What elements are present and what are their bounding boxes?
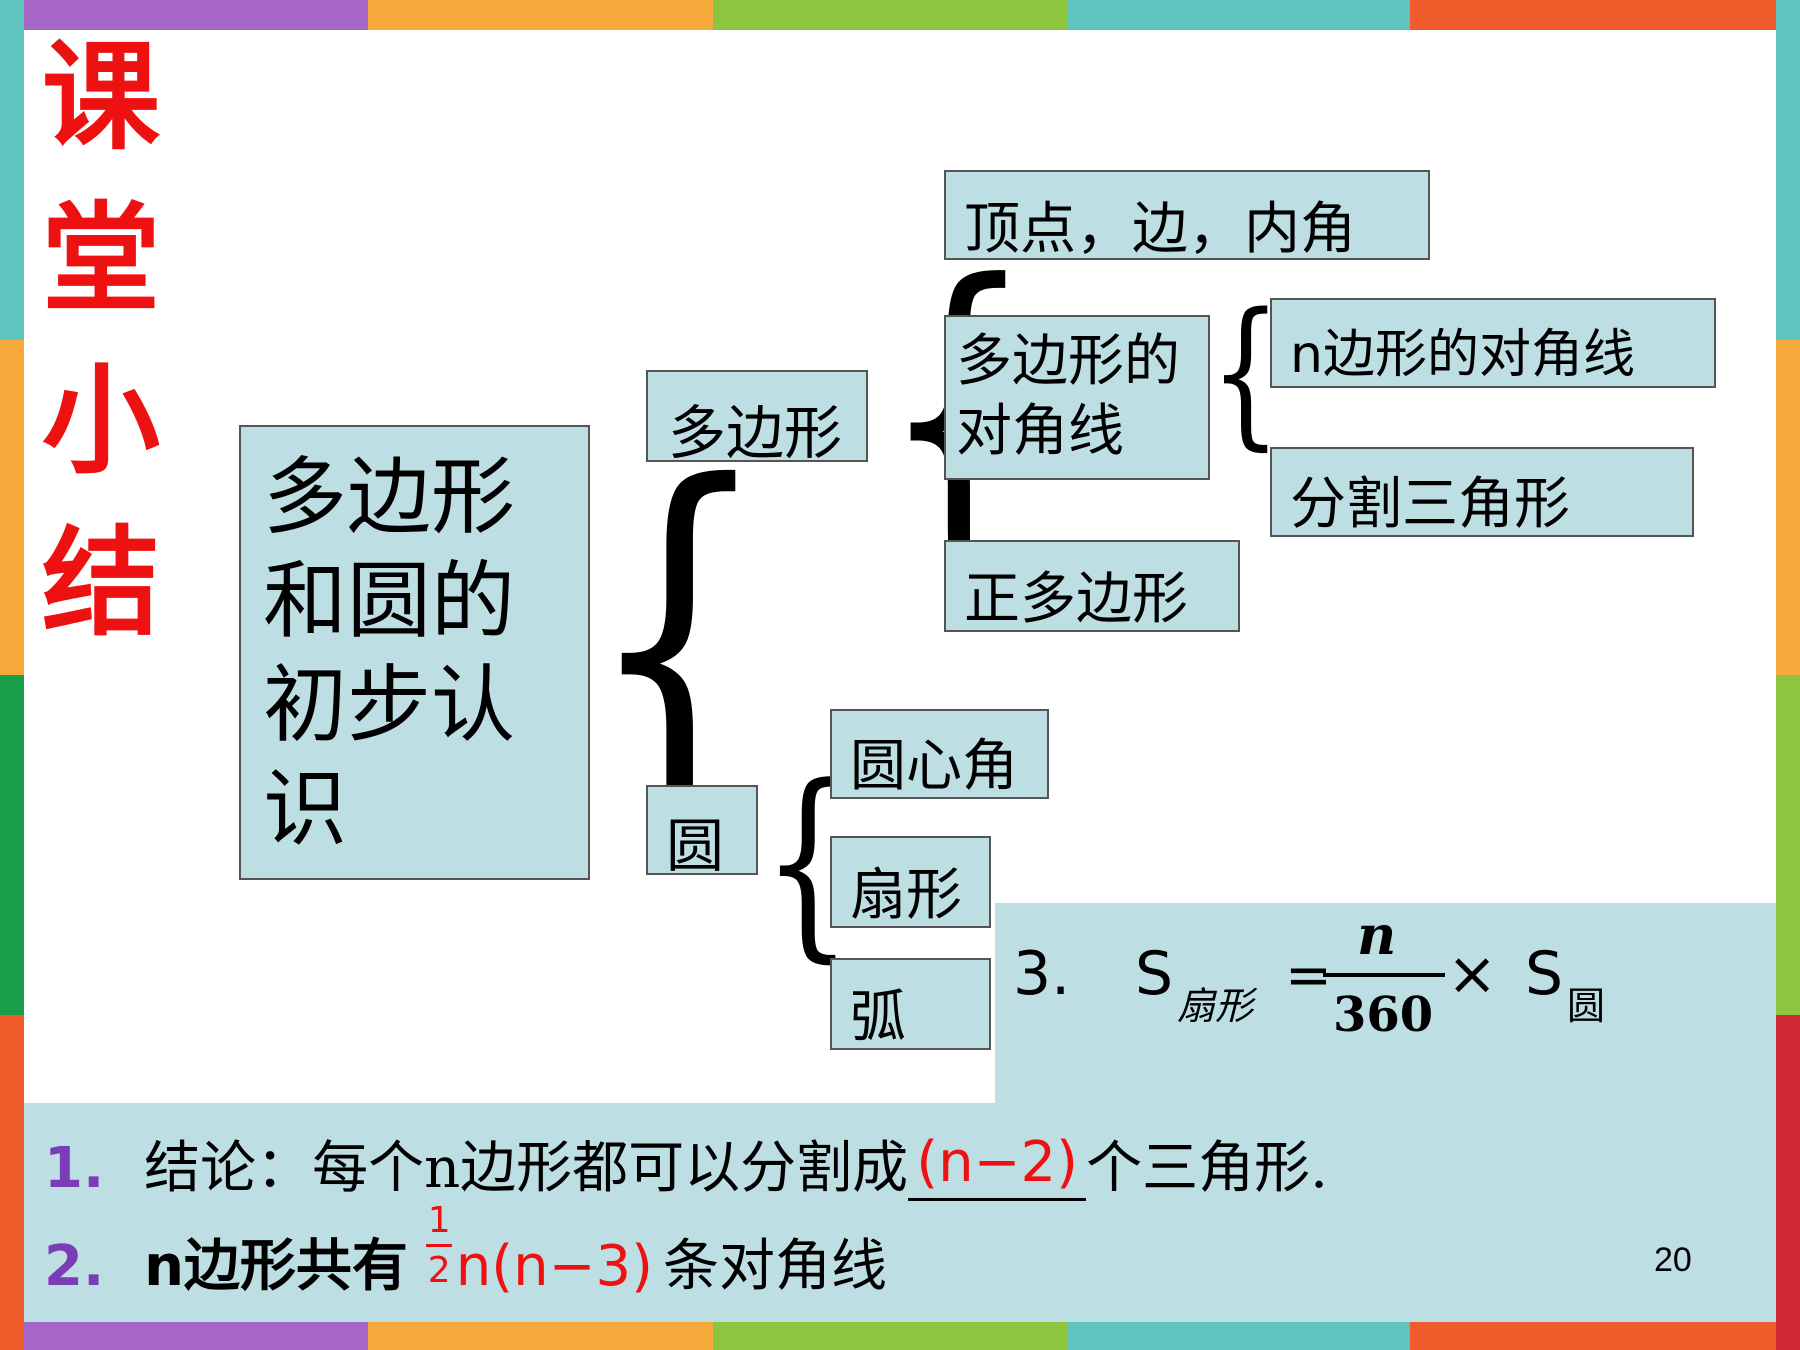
frame-top-orange xyxy=(368,0,713,30)
frame-right-green xyxy=(1776,675,1800,1015)
formula-times: × xyxy=(1447,939,1498,1009)
central-angle-box: 圆心角 xyxy=(830,709,1049,799)
frame-bottom-purple xyxy=(0,1322,368,1350)
conclusion-1-suffix: 个三角形. xyxy=(1086,1136,1328,1201)
regular-polygon-label: 正多边形 xyxy=(964,567,1188,632)
polygon-diagonal-box: 多边形的 对角线 xyxy=(944,315,1210,480)
frame-right-red xyxy=(1776,1015,1800,1350)
frame-right-teal xyxy=(1776,0,1800,340)
page-number: 20 xyxy=(1654,1241,1692,1279)
formula-s: S xyxy=(1135,939,1174,1009)
conclusion-1: 1. 结论：每个n边形都可以分割成(n−2)个三角形. xyxy=(44,1123,1328,1204)
split-triangle-box: 分割三角形 xyxy=(1270,447,1694,537)
polygon-diagonal-line-1: 多边形的 xyxy=(956,329,1180,394)
conclusion-2-frac-bar xyxy=(425,1243,452,1247)
central-angle-label: 圆心角 xyxy=(850,734,1018,799)
conclusion-2-fraction: 1 2 xyxy=(425,1200,456,1298)
branch-circle-label: 圆 xyxy=(666,812,725,880)
conclusion-2-prefix: n边形共有 xyxy=(144,1234,408,1299)
frame-right-orange xyxy=(1776,340,1800,675)
brace-diagonal: { xyxy=(1210,278,1282,465)
conclusion-1-answer: (n−2) xyxy=(908,1128,1087,1201)
conclusion-2-frac-num: 1 xyxy=(427,1199,451,1241)
arc-label: 弧 xyxy=(850,985,906,1050)
frame-bottom-green xyxy=(713,1322,1068,1350)
split-triangle-label: 分割三角形 xyxy=(1290,472,1570,537)
formula-panel: 3. S 扇形 = n 360 × S 圆 xyxy=(995,903,1776,1103)
title-char-4: 结 xyxy=(42,513,161,652)
formula-sub-sector: 扇形 xyxy=(1177,984,1254,1028)
conclusion-2-suffix: 条对角线 xyxy=(662,1234,887,1299)
conclusion-1-number: 1. xyxy=(44,1136,105,1201)
formula-number: 3. xyxy=(1013,939,1071,1009)
regular-polygon-box: 正多边形 xyxy=(944,540,1240,632)
formula-fraction-bar xyxy=(1323,973,1445,977)
main-topic-line-1: 多边形 xyxy=(263,448,516,546)
vertex-edge-angle-label: 顶点，边，内角 xyxy=(964,197,1356,262)
sector-box: 扇形 xyxy=(830,836,991,928)
frame-top-green xyxy=(713,0,1068,30)
vertex-edge-angle-box: 顶点，边，内角 xyxy=(944,170,1430,262)
main-topic-box: 多边形 和圆的 初步认 识 xyxy=(239,425,590,880)
frame-left-red xyxy=(0,1015,24,1350)
main-topic-line-4: 识 xyxy=(263,760,348,858)
frame-bottom-red xyxy=(1410,1322,1800,1350)
formula-s2: S xyxy=(1525,939,1564,1009)
frame-left-orange xyxy=(0,340,24,675)
brace-main: { xyxy=(585,400,773,889)
frame-bottom-teal xyxy=(1068,1322,1410,1350)
conclusion-1-prefix: 结论：每个n边形都可以分割成 xyxy=(144,1136,909,1201)
frame-left-teal xyxy=(0,0,24,340)
title-char-1: 课 xyxy=(42,27,161,166)
frame-left-green xyxy=(0,675,24,1015)
conclusion-panel: 1. 结论：每个n边形都可以分割成(n−2)个三角形. 2. n边形共有 1 2… xyxy=(24,1103,1776,1322)
title-char-2: 堂 xyxy=(42,189,161,328)
frame-top-red xyxy=(1410,0,1800,30)
formula-denominator: 360 xyxy=(1333,987,1434,1043)
conclusion-2-number: 2. xyxy=(44,1234,105,1299)
frame-top-purple xyxy=(0,0,368,30)
sector-label: 扇形 xyxy=(850,863,962,928)
main-topic-line-3: 初步认 xyxy=(263,656,516,754)
branch-polygon-box: 多边形 xyxy=(646,370,868,467)
formula-sub-circle: 圆 xyxy=(1567,984,1606,1028)
polygon-diagonal-line-2: 对角线 xyxy=(956,399,1124,464)
conclusion-2-frac-den: 2 xyxy=(427,1249,451,1291)
frame-bottom-orange xyxy=(368,1322,713,1350)
formula-numerator: n xyxy=(1357,903,1397,967)
title-char-3: 小 xyxy=(42,351,161,490)
main-topic-line-2: 和圆的 xyxy=(263,552,516,650)
frame-top-teal xyxy=(1068,0,1410,30)
conclusion-2-expr: n(n−3) xyxy=(455,1234,653,1299)
arc-box: 弧 xyxy=(830,958,991,1050)
n-gon-diagonal-box: n边形的对角线 xyxy=(1270,298,1716,388)
conclusion-2: 2. n边形共有 1 2 n(n−3)条对角线 xyxy=(44,1200,887,1302)
branch-polygon-label: 多边形 xyxy=(668,399,843,467)
branch-circle-box: 圆 xyxy=(646,785,758,880)
n-gon-diagonal-label: n边形的对角线 xyxy=(1290,325,1635,385)
